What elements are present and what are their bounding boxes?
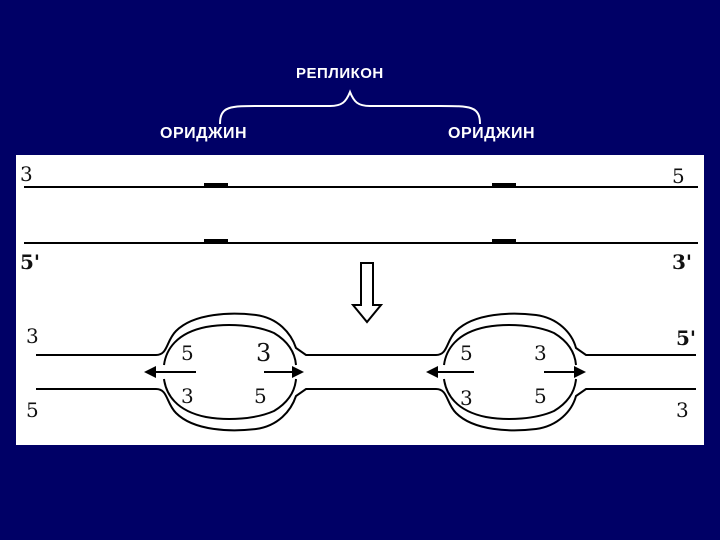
bubble-left-top-left: 5: [181, 341, 194, 365]
bottom-lower-strand: [36, 388, 696, 432]
bubble-left-bottom-left: 3: [181, 384, 194, 408]
fork-arrow-right-bubble-right: [544, 366, 586, 378]
origin-mark-left-lower: [204, 239, 228, 244]
bubble-right-bottom-right: 5: [534, 384, 547, 408]
origin-mark-left-upper: [204, 183, 228, 188]
fork-arrow-right-bubble-left: [426, 366, 474, 378]
origin-mark-right-upper: [492, 183, 516, 188]
fork-arrow-left-bubble-right: [264, 366, 304, 378]
replication-diagram-panel: 3 5 5' 3' 3 5' 5 3: [16, 155, 704, 445]
replicon-brace: [219, 89, 481, 125]
bubble-right-top-left: 5: [460, 341, 473, 365]
bubble-right-bottom-left: 3: [460, 386, 473, 410]
bottom-upper-left-end: 3: [26, 324, 39, 348]
replicon-label: РЕПЛИКОН: [296, 65, 384, 82]
bubble-left-bottom-right: 5: [254, 384, 267, 408]
bottom-lower-right-end: 3: [676, 398, 689, 422]
bottom-upper-strand: [36, 312, 696, 356]
bottom-lower-inner-strand: [163, 378, 577, 420]
origin-label-left: ОРИДЖИН: [160, 125, 248, 142]
bubble-left-top-right: 3: [256, 339, 271, 367]
bottom-upper-inner-strand: [163, 324, 577, 366]
bubble-right-top-right: 3: [534, 341, 547, 365]
top-lower-right-end: 3': [672, 250, 692, 274]
fork-arrow-left-bubble-left: [144, 366, 196, 378]
top-upper-right-end: 5: [672, 164, 685, 188]
origin-mark-right-lower: [492, 239, 516, 244]
origin-label-right: ОРИДЖИН: [448, 125, 536, 142]
top-lower-left-end: 5': [20, 250, 40, 274]
bottom-lower-left-end: 5: [26, 398, 39, 422]
down-arrow: [350, 262, 384, 324]
bottom-upper-right-end: 5': [676, 326, 696, 350]
top-upper-left-end: 3: [20, 162, 33, 186]
